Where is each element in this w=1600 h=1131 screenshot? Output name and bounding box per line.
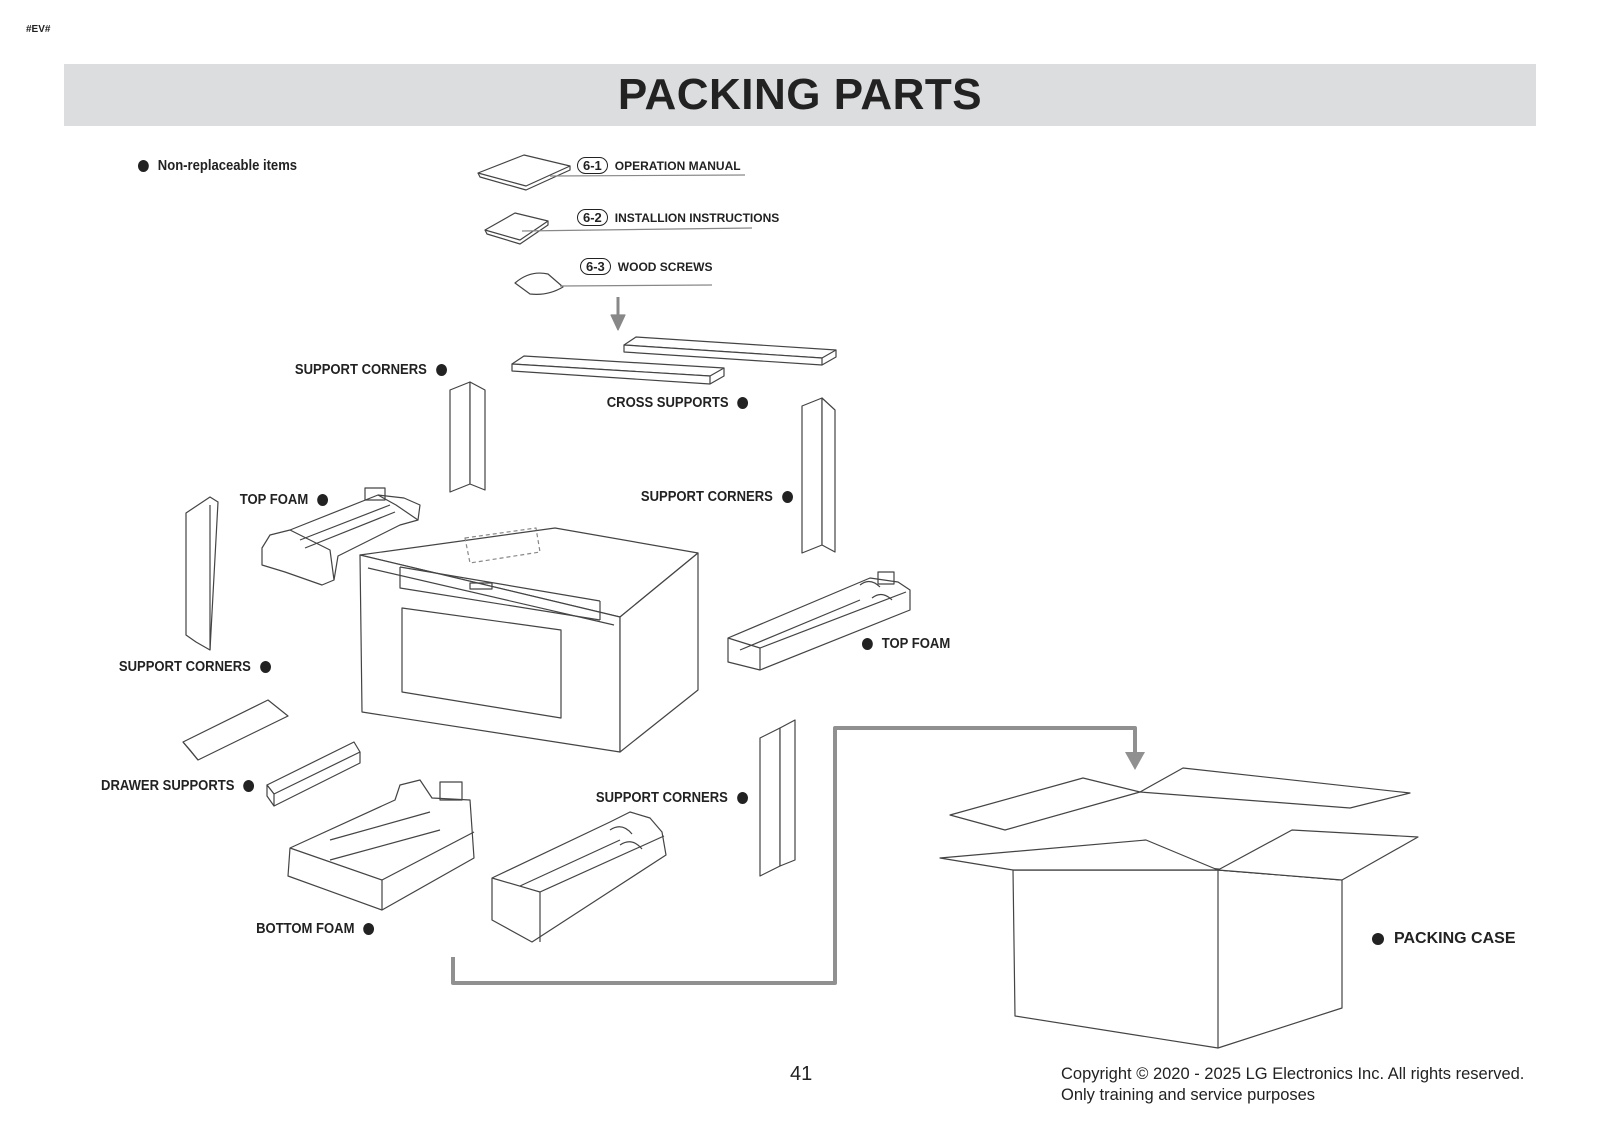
label-text: BOTTOM FOAM bbox=[255, 921, 355, 937]
label-text: SUPPORT CORNERS bbox=[295, 362, 428, 378]
ref-label: WOOD SCREWS bbox=[617, 259, 713, 274]
bullet-icon bbox=[260, 661, 271, 673]
title-banner: PACKING PARTS bbox=[64, 64, 1536, 126]
ref-label: OPERATION MANUAL bbox=[614, 158, 741, 173]
label-drawer-supports: DRAWER SUPPORTS bbox=[101, 778, 254, 794]
label-text: CROSS SUPPORTS bbox=[606, 395, 729, 411]
ref-number: 6-2 bbox=[577, 209, 608, 226]
ref-number: 6-1 bbox=[577, 157, 608, 174]
label-support-corners-top-left: SUPPORT CORNERS bbox=[295, 362, 447, 378]
arrow-down-icon bbox=[610, 297, 626, 331]
label-packing-case: PACKING CASE bbox=[1372, 930, 1516, 948]
support-corner-illustration-1 bbox=[449, 381, 486, 493]
ref-label: INSTALLION INSTRUCTIONS bbox=[614, 210, 780, 225]
label-text: SUPPORT CORNERS bbox=[596, 790, 729, 806]
bullet-icon bbox=[317, 494, 328, 506]
ref-wood-screws: 6-3 WOOD SCREWS bbox=[580, 258, 712, 275]
cross-supports-illustration bbox=[511, 336, 837, 385]
bullet-icon bbox=[737, 397, 748, 409]
label-cross-supports: CROSS SUPPORTS bbox=[606, 395, 748, 411]
ref-operation-manual: 6-1 OPERATION MANUAL bbox=[577, 157, 741, 174]
document-tag: #EV# bbox=[26, 24, 51, 35]
top-foam-left-illustration bbox=[261, 487, 421, 586]
ref-installation-instructions: 6-2 INSTALLION INSTRUCTIONS bbox=[577, 209, 779, 226]
bullet-icon bbox=[737, 792, 748, 804]
support-corner-illustration-2 bbox=[801, 397, 836, 554]
ref-number: 6-3 bbox=[580, 258, 611, 275]
support-corner-illustration-3 bbox=[185, 496, 219, 651]
bottom-foam-left-illustration bbox=[287, 779, 475, 911]
legend-non-replaceable: Non-replaceable items bbox=[138, 158, 297, 174]
operation-manual-illustration bbox=[477, 154, 746, 191]
copyright-text: Copyright © 2020 - 2025 LG Electronics I… bbox=[1061, 1065, 1525, 1083]
bullet-icon bbox=[243, 780, 254, 792]
bullet-icon bbox=[862, 638, 873, 650]
label-support-corners-bottom: SUPPORT CORNERS bbox=[596, 790, 748, 806]
bullet-icon bbox=[138, 160, 149, 172]
bullet-icon bbox=[436, 364, 447, 376]
drawer-supports-illustration bbox=[182, 699, 361, 807]
label-text: PACKING CASE bbox=[1394, 930, 1516, 947]
bullet-icon bbox=[363, 923, 374, 935]
label-top-foam-left: TOP FOAM bbox=[240, 492, 328, 508]
copyright-block: Copyright © 2020 - 2025 LG Electronics I… bbox=[1061, 1064, 1524, 1106]
label-support-corners-left: SUPPORT CORNERS bbox=[119, 659, 271, 675]
packing-case-illustration bbox=[939, 767, 1419, 1049]
usage-note: Only training and service purposes bbox=[1061, 1086, 1316, 1104]
oven-body-illustration bbox=[359, 527, 699, 753]
label-text: TOP FOAM bbox=[881, 636, 951, 652]
label-text: DRAWER SUPPORTS bbox=[100, 778, 235, 794]
label-bottom-foam: BOTTOM FOAM bbox=[256, 921, 374, 937]
bullet-icon bbox=[782, 491, 793, 503]
label-text: TOP FOAM bbox=[239, 492, 309, 508]
page-number: 41 bbox=[790, 1063, 813, 1085]
label-top-foam-right: TOP FOAM bbox=[862, 636, 950, 652]
bullet-icon bbox=[1372, 933, 1384, 945]
bottom-foam-right-illustration bbox=[491, 811, 667, 943]
legend-text: Non-replaceable items bbox=[157, 158, 298, 174]
label-text: SUPPORT CORNERS bbox=[641, 489, 774, 505]
assembly-route-arrow bbox=[451, 726, 1145, 985]
wood-screws-bag-illustration bbox=[514, 272, 713, 295]
support-corner-illustration-4 bbox=[759, 719, 796, 877]
top-foam-right-illustration bbox=[727, 571, 911, 671]
label-text: SUPPORT CORNERS bbox=[119, 659, 252, 675]
installation-instructions-illustration bbox=[484, 212, 753, 245]
page-title: PACKING PARTS bbox=[617, 70, 983, 119]
label-support-corners-right: SUPPORT CORNERS bbox=[641, 489, 793, 505]
